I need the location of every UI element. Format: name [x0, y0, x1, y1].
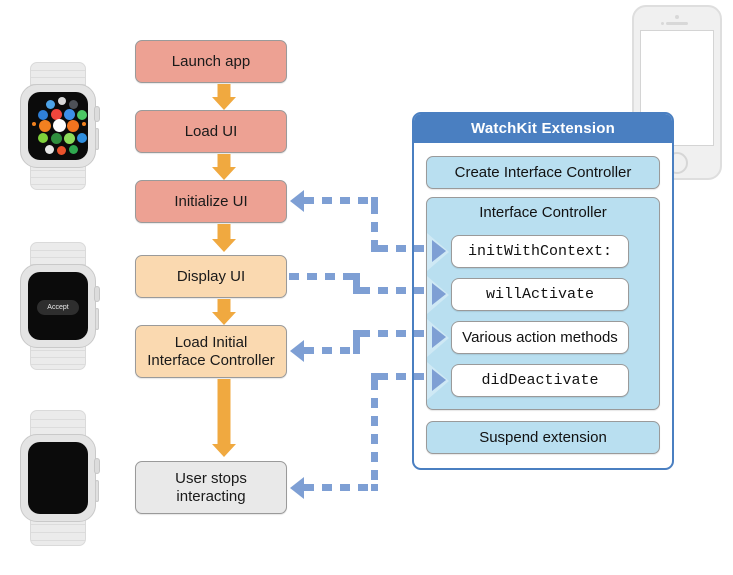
earpiece-speaker-icon [666, 22, 688, 25]
flow-step-line-2: interacting [176, 487, 246, 505]
arrowhead-to-user-stops-interacting [290, 477, 304, 499]
dashed-corner [371, 484, 378, 491]
dashed-segment [360, 330, 434, 337]
digital-crown-icon [94, 458, 100, 474]
arrowhead-to-load-initial-interface-controller [290, 340, 304, 362]
flow-step-load-initial-interface-controller[interactable]: Load Initial Interface Controller [135, 325, 287, 378]
flow-step-line-1: Load Initial [174, 333, 248, 351]
dashed-corner [371, 197, 378, 204]
dashed-segment [371, 204, 378, 249]
dashed-segment [378, 245, 434, 252]
dashed-corner [353, 330, 360, 337]
dashed-segment [304, 347, 353, 354]
flow-step-load-ui[interactable]: Load UI [135, 110, 287, 153]
flow-arrow-2 [211, 154, 237, 180]
dashed-corner [353, 273, 360, 280]
dashed-corner [353, 347, 360, 354]
dashed-segment [353, 337, 360, 347]
method-box-diddeactivate[interactable]: didDeactivate [451, 364, 629, 397]
apple-watch-home-screen [14, 62, 104, 190]
method-box-initwithcontext[interactable]: initWithContext: [451, 235, 629, 268]
method-box-various-action-methods[interactable]: Various action methods [451, 321, 629, 354]
watch-screen: Accept [28, 272, 88, 340]
flow-step-line-2: Interface Controller [147, 351, 275, 369]
suspend-extension-box[interactable]: Suspend extension [426, 421, 660, 454]
arrowhead-to-various-action-methods [432, 326, 446, 348]
flow-step-launch-app[interactable]: Launch app [135, 40, 287, 83]
digital-crown-icon [94, 106, 100, 122]
flow-step-user-stops-interacting[interactable]: User stops interacting [135, 461, 287, 514]
watchkit-extension-title: WatchKit Extension [414, 114, 672, 143]
apple-watch-accept-screen: Accept [14, 242, 104, 370]
sensor-icon [661, 22, 664, 25]
interface-controller-title: Interface Controller [479, 204, 607, 221]
arrowhead-to-initialize-ui [290, 190, 304, 212]
front-camera-icon [675, 15, 679, 19]
side-button-icon [95, 480, 99, 502]
dashed-segment [353, 280, 360, 289]
flow-step-display-ui[interactable]: Display UI [135, 255, 287, 298]
arrowhead-to-diddeactivate [432, 369, 446, 391]
flow-arrow-5 [211, 379, 237, 459]
arrowhead-to-initwithcontext [432, 240, 446, 262]
flow-arrow-3 [211, 224, 237, 253]
dashed-segment [304, 197, 371, 204]
dashed-corner [353, 287, 360, 294]
method-box-willactivate[interactable]: willActivate [451, 278, 629, 311]
dashed-segment [378, 373, 434, 380]
dashed-segment [360, 287, 434, 294]
arrowhead-to-willactivate [432, 283, 446, 305]
flow-arrow-1 [211, 84, 237, 110]
flow-step-line-1: User stops [175, 469, 247, 487]
dashed-corner [371, 373, 378, 380]
watch-screen [28, 442, 88, 514]
digital-crown-icon [94, 286, 100, 302]
dashed-corner [371, 245, 378, 252]
dashed-segment [371, 380, 378, 485]
accept-button[interactable]: Accept [37, 300, 79, 315]
create-interface-controller-box[interactable]: Create Interface Controller [426, 156, 660, 189]
side-button-icon [95, 128, 99, 150]
dashed-segment [304, 484, 372, 491]
flow-arrow-4 [211, 299, 237, 325]
dashed-segment [289, 273, 353, 280]
watch-screen [28, 92, 88, 160]
flow-step-initialize-ui[interactable]: Initialize UI [135, 180, 287, 223]
apple-watch-blank-screen [14, 410, 104, 546]
side-button-icon [95, 308, 99, 330]
